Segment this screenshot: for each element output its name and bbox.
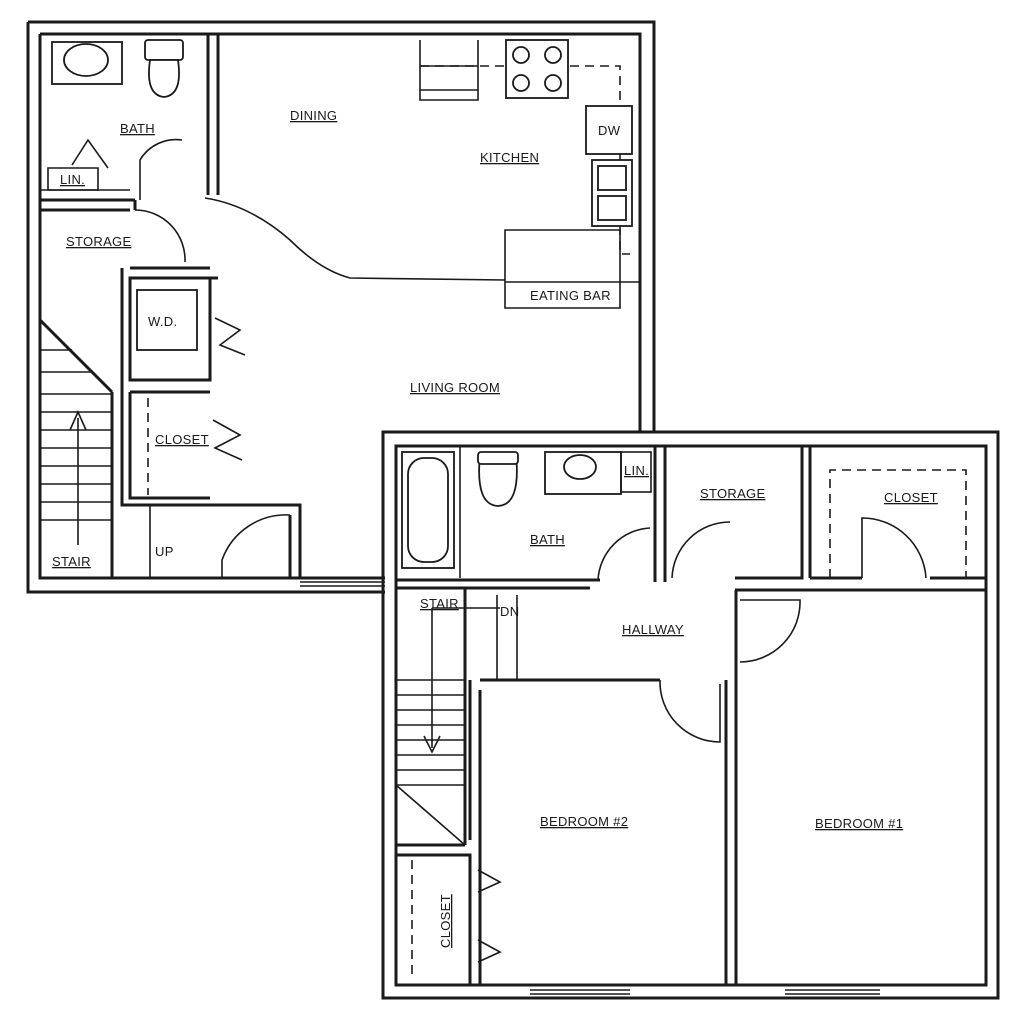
sink-icon — [563, 454, 597, 480]
label-kitchen: KITCHEN — [480, 150, 539, 165]
label-hallway: HALLWAY — [622, 622, 684, 637]
label-linen-second: LIN. — [624, 463, 649, 478]
closet-bifold-door — [212, 419, 243, 461]
label-storage-second: STORAGE — [700, 486, 765, 501]
toilet-icon — [144, 39, 184, 98]
label-closet-first: CLOSET — [155, 432, 209, 447]
label-down: DN — [500, 604, 519, 619]
linen-closet — [620, 451, 652, 493]
entry-door — [221, 514, 291, 578]
bath-door — [139, 138, 183, 200]
bath-walls — [40, 34, 220, 210]
label-bath: BATH — [120, 121, 155, 136]
stair-up — [38, 318, 151, 578]
label-closet-master: CLOSET — [884, 490, 938, 505]
floor-transition-line — [204, 197, 506, 281]
sink-icon — [63, 43, 109, 77]
bath-walls-second — [396, 446, 667, 582]
stove-icon — [505, 39, 569, 99]
hallway-door-left — [659, 679, 721, 743]
kitchen-counter — [419, 40, 479, 101]
linen-closet — [47, 138, 109, 191]
laundry-bifold-door — [214, 317, 246, 356]
label-bedroom-2: BEDROOM #2 — [540, 814, 628, 829]
first-floor-plan: BATH LIN. DINING KITCHEN DW STORAGE W.D.… — [26, 20, 656, 594]
hallway-walls — [396, 586, 986, 985]
kitchen-sink-icon — [591, 159, 633, 227]
washer-dryer — [136, 289, 198, 351]
label-stair-first: STAIR — [52, 554, 91, 569]
bathtub-icon — [401, 451, 455, 569]
closet-door-master — [861, 517, 927, 579]
label-washer-dryer: W.D. — [148, 314, 177, 329]
label-bath-second: BATH — [530, 532, 565, 547]
closet-bifold-door-bed2 — [477, 869, 502, 963]
stair-down — [395, 588, 518, 847]
eating-bar — [504, 229, 640, 309]
label-stair-second: STAIR — [420, 596, 459, 611]
toilet-icon — [477, 451, 519, 507]
label-dining: DINING — [290, 108, 337, 123]
label-dishwasher: DW — [598, 123, 621, 138]
label-closet-bed2: CLOSET — [438, 894, 453, 948]
storage-walls — [40, 208, 210, 270]
label-eating-bar: EATING BAR — [530, 288, 611, 303]
label-storage-first: STORAGE — [66, 234, 131, 249]
label-up: UP — [155, 544, 174, 559]
second-floor-plan: BATH LIN. STORAGE CLOSET STAIR DN HALLWA… — [381, 430, 1000, 1000]
dishwasher — [585, 105, 633, 155]
first-floor-exterior-wall — [26, 20, 656, 594]
hallway-door-right — [739, 599, 801, 663]
label-living-room: LIVING ROOM — [410, 380, 500, 395]
storage-walls-second — [665, 444, 812, 580]
second-floor-exterior-wall — [381, 430, 1000, 1000]
label-bedroom-1: BEDROOM #1 — [815, 816, 903, 831]
laundry-closet-walls — [120, 268, 218, 507]
bath-door — [597, 527, 651, 581]
label-linen: LIN. — [60, 172, 85, 187]
